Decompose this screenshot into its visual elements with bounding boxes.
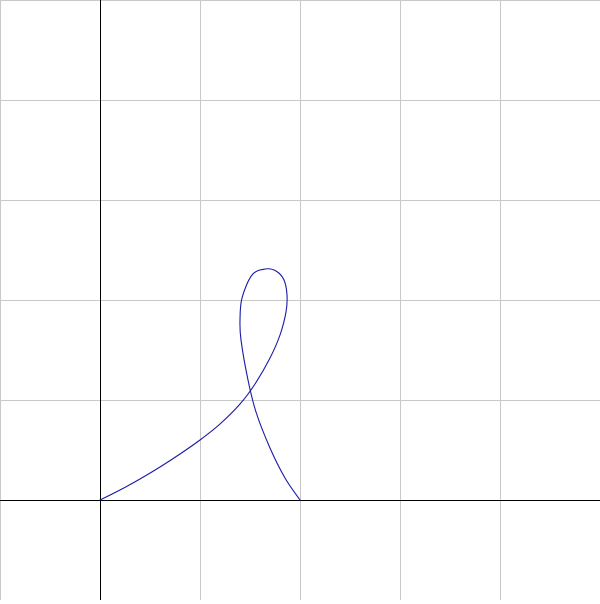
curve-series-line (99, 268, 301, 501)
series-group (99, 268, 301, 501)
